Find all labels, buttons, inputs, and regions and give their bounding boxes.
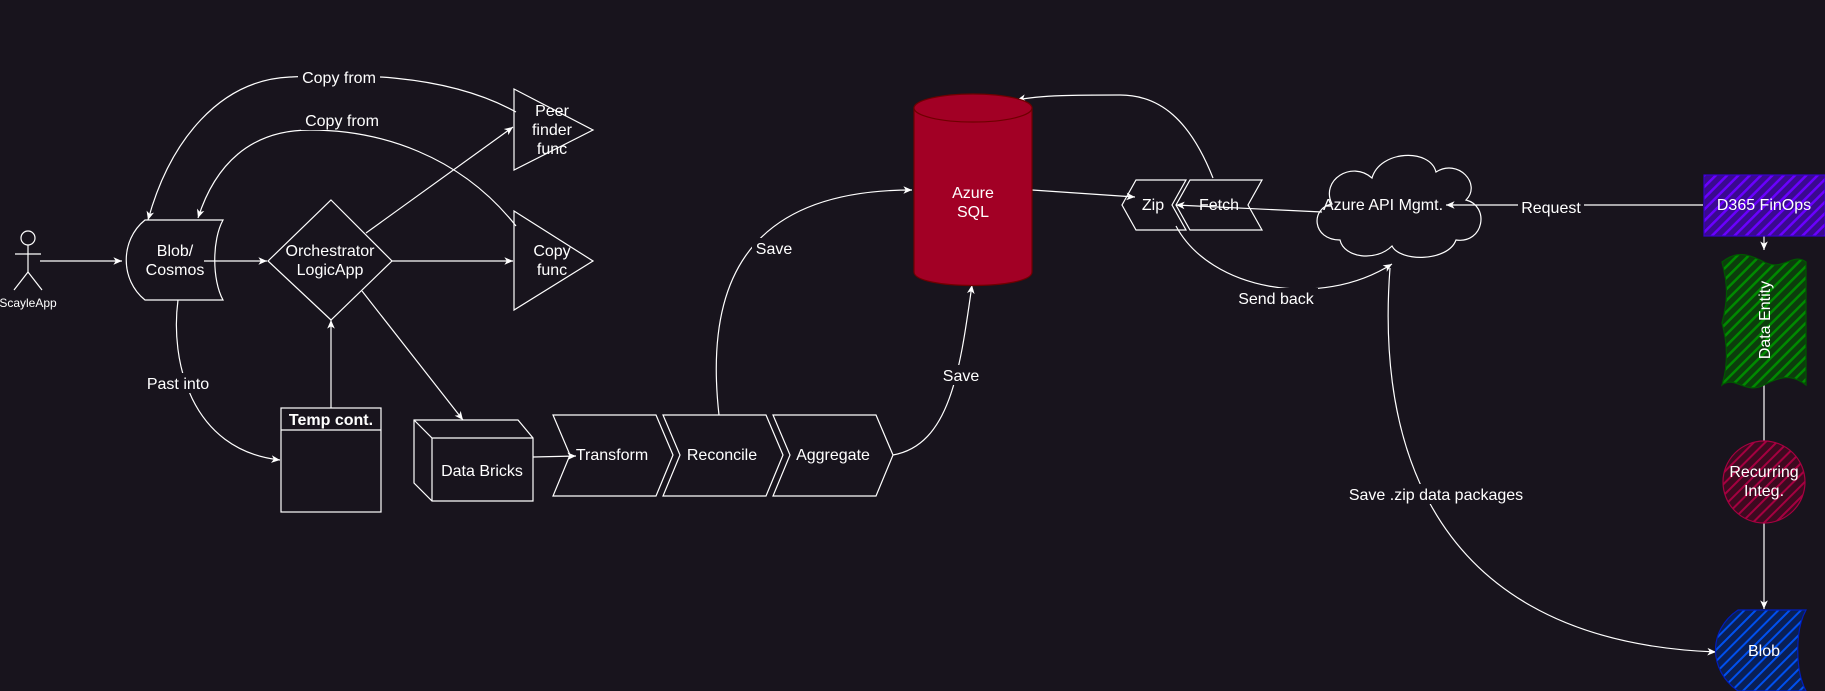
d365-finops-node[interactable] — [1703, 174, 1825, 237]
copy-func-node[interactable] — [513, 209, 595, 312]
aggregate-label: Aggregate — [796, 447, 870, 464]
edge-orchestrator-to-peer-finder — [365, 126, 514, 234]
reconcile-node[interactable] — [662, 414, 784, 497]
edge-label-past-into: Past into — [147, 376, 209, 393]
fetch-label: Fetch — [1199, 197, 1239, 214]
edge-sql-to-zip — [1031, 189, 1136, 201]
orchestrator-label-1: Orchestrator — [286, 243, 376, 260]
blob-cosmos-node[interactable] — [125, 219, 225, 301]
data-entity-node[interactable] — [1720, 253, 1807, 389]
temp-cont-node[interactable] — [280, 407, 382, 513]
orchestrator-node[interactable] — [267, 199, 393, 321]
peer-finder-label-3: func — [537, 141, 567, 158]
edge-copy-func-copy-from — [196, 129, 517, 227]
edge-blob-to-temp-cont — [175, 299, 281, 463]
aggregate-node[interactable] — [772, 414, 894, 497]
copy-func-label-1: Copy — [533, 243, 570, 260]
transform-label: Transform — [576, 447, 648, 464]
data-entity-label: Data Entity — [1757, 281, 1774, 359]
edge-label-save-zip: Save .zip data packages — [1349, 487, 1523, 504]
data-bricks-label: Data Bricks — [441, 463, 523, 480]
recurring-label-1: Recurring — [1729, 464, 1798, 481]
edge-fetch-to-sql — [1016, 94, 1214, 179]
data-bricks-node[interactable] — [413, 419, 534, 502]
azure-api-node[interactable] — [1316, 154, 1482, 258]
peer-finder-label-1: Peer — [535, 103, 569, 120]
peer-finder-func-node[interactable] — [513, 88, 595, 171]
azure-api-label: Azure API Mgmt. — [1323, 197, 1443, 214]
recurring-integ-node[interactable] — [1722, 440, 1806, 524]
actor-scayleapp[interactable] — [13, 230, 43, 291]
d365-finops-label: D365 FinOps — [1717, 197, 1811, 214]
edge-aggregate-to-sql — [892, 284, 975, 456]
edge-data-bricks-to-transform — [532, 452, 577, 461]
recurring-label-2: Integ. — [1744, 483, 1784, 500]
edge-label-copy-from-1: Copy from — [302, 70, 376, 87]
edges — [40, 75, 1768, 656]
blob-node[interactable] — [1715, 609, 1808, 691]
peer-finder-label-2: finder — [532, 122, 573, 139]
blob-label: Blob — [1748, 643, 1780, 660]
actor-scayleapp-label: ScayleApp — [0, 296, 57, 310]
reconcile-label: Reconcile — [687, 447, 757, 464]
azure-sql-label-1: Azure — [952, 185, 994, 202]
transform-node[interactable] — [552, 414, 674, 497]
edge-label-send-back: Send back — [1238, 291, 1315, 308]
edge-peer-finder-copy-from — [146, 75, 517, 221]
edge-reconcile-to-sql — [715, 186, 913, 416]
azure-sql-node[interactable] — [913, 93, 1033, 287]
blob-cosmos-label-1: Blob/ — [157, 243, 194, 260]
edge-labels: Copy from Copy from Past into Save Save … — [142, 66, 1584, 504]
azure-sql-label-2: SQL — [957, 204, 989, 221]
zip-label: Zip — [1142, 197, 1164, 214]
fetch-node[interactable] — [1175, 179, 1264, 231]
blob-cosmos-label-2: Cosmos — [146, 262, 205, 279]
edge-label-save-2: Save — [943, 368, 980, 385]
edge-api-to-blob — [1387, 267, 1717, 656]
edge-label-request: Request — [1521, 200, 1581, 217]
copy-func-label-2: func — [537, 262, 567, 279]
edge-label-save-1: Save — [756, 241, 793, 258]
edge-label-copy-from-2: Copy from — [305, 113, 379, 130]
edge-orchestrator-to-data-bricks — [361, 290, 464, 421]
temp-cont-label: Temp cont. — [289, 412, 373, 429]
zip-node[interactable] — [1121, 179, 1188, 231]
edge-zip-send-back — [1175, 225, 1393, 290]
orchestrator-label-2: LogicApp — [297, 262, 364, 279]
edge-api-to-fetch — [1175, 201, 1323, 213]
